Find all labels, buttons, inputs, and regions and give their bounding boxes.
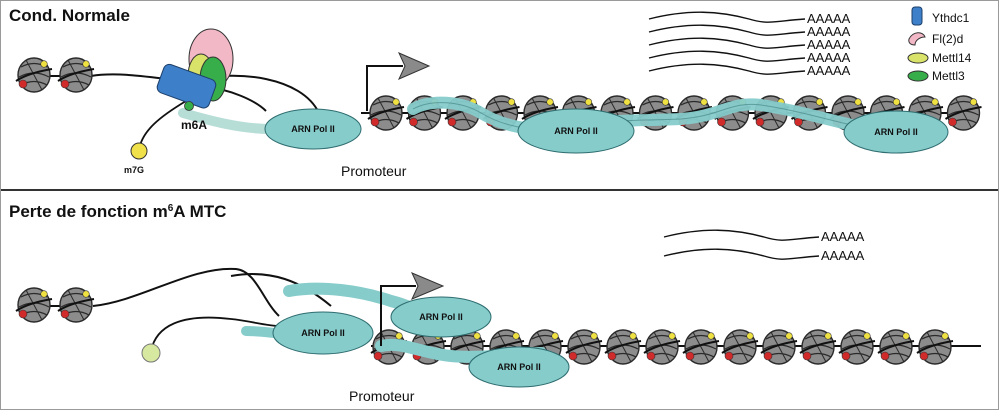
mettl14-icon: [907, 52, 929, 64]
polya-tail-label: AAAAA: [807, 37, 851, 52]
pol2-bottom-3: ARN Pol II: [468, 346, 570, 388]
mrna-strand: [648, 11, 806, 23]
legend-label-ythdc1: Ythdc1: [932, 11, 970, 25]
m6a-writer-complex: [156, 28, 234, 111]
top-rna-wave: [407, 96, 867, 135]
promoter-arrow-bottom: [380, 272, 445, 346]
mrna-strand: [663, 248, 820, 260]
pol2-label: ARN Pol II: [419, 312, 463, 322]
pol2-label: ARN Pol II: [554, 126, 598, 136]
m6a-label: m6A: [181, 118, 207, 132]
promoter-label-top: Promoteur: [341, 163, 407, 179]
pol2-label: ARN Pol II: [291, 124, 335, 134]
nucleosome: [15, 287, 53, 323]
pol2-label: ARN Pol II: [874, 127, 918, 137]
mettl3-icon: [907, 70, 929, 82]
legend: Ythdc1 Fl(2)d Mettl14 Mettl3: [907, 6, 972, 83]
nucleosome: [643, 329, 681, 365]
bottom-mature-mrnas: AAAAA AAAAA: [663, 229, 865, 263]
mrna-strand: [648, 50, 806, 62]
mrna-strand: [663, 229, 820, 241]
ythdc1-shape: [156, 63, 217, 109]
pol2-label: ARN Pol II: [301, 328, 345, 338]
polya-tail-label: AAAAA: [821, 248, 865, 263]
nucleosome: [604, 329, 642, 365]
mrna-strand: [648, 24, 806, 36]
bottom-panel-title: Perte de fonction m6A MTC: [9, 202, 226, 221]
pol2-label: ARN Pol II: [497, 362, 541, 372]
nucleosome: [916, 329, 954, 365]
m7g-label: m7G: [124, 165, 144, 175]
nucleosome: [682, 329, 720, 365]
fl2d-icon: [908, 32, 926, 46]
mrna-strand: [648, 63, 806, 75]
pol2-top-1: ARN Pol II: [264, 108, 362, 150]
ythdc1-icon: [911, 6, 923, 26]
nucleosome: [944, 95, 983, 131]
top-panel-title: Cond. Normale: [9, 6, 130, 25]
nucleosome: [877, 329, 915, 365]
legend-label-mettl14: Mettl14: [932, 51, 972, 65]
nucleosome: [57, 57, 95, 93]
nucleosome: [799, 329, 837, 365]
polya-tail-label: AAAAA: [807, 11, 851, 26]
polya-tail-label: AAAAA: [807, 50, 851, 65]
legend-label-fl2d: Fl(2)d: [932, 32, 963, 46]
promoter-label-bottom: Promoteur: [349, 388, 415, 404]
pol2-top-3: ARN Pol II: [843, 110, 949, 154]
mrna-strand: [648, 37, 806, 49]
nucleosome: [15, 57, 53, 93]
top-rna-strand: [138, 100, 187, 152]
legend-label-mettl3: Mettl3: [932, 69, 965, 83]
bottom-rna-strand: [150, 316, 282, 352]
nucleosome: [721, 329, 759, 365]
pol2-bottom-2: ARN Pol II: [390, 296, 492, 338]
nucleosome: [838, 329, 876, 365]
nucleosome: [565, 329, 603, 365]
top-rna-wave-outline: [412, 102, 862, 130]
polya-tail-label: AAAAA: [807, 24, 851, 39]
polya-tail-label: AAAAA: [807, 63, 851, 78]
polya-tail-label: AAAAA: [821, 229, 865, 244]
m7g-cap-top: [130, 142, 148, 160]
nucleosome: [760, 329, 798, 365]
pol2-top-2: ARN Pol II: [517, 108, 635, 154]
promoter-arrow-top: [366, 52, 431, 111]
pol2-bottom-1: ARN Pol II: [272, 311, 374, 355]
nucleosome: [57, 287, 95, 323]
bottom-dna-loop: [230, 273, 332, 307]
m7g-cap-bottom: [141, 343, 161, 363]
nucleosome: [367, 95, 405, 131]
m6a-mark: [184, 101, 194, 111]
top-nascent-rna: [178, 108, 276, 134]
